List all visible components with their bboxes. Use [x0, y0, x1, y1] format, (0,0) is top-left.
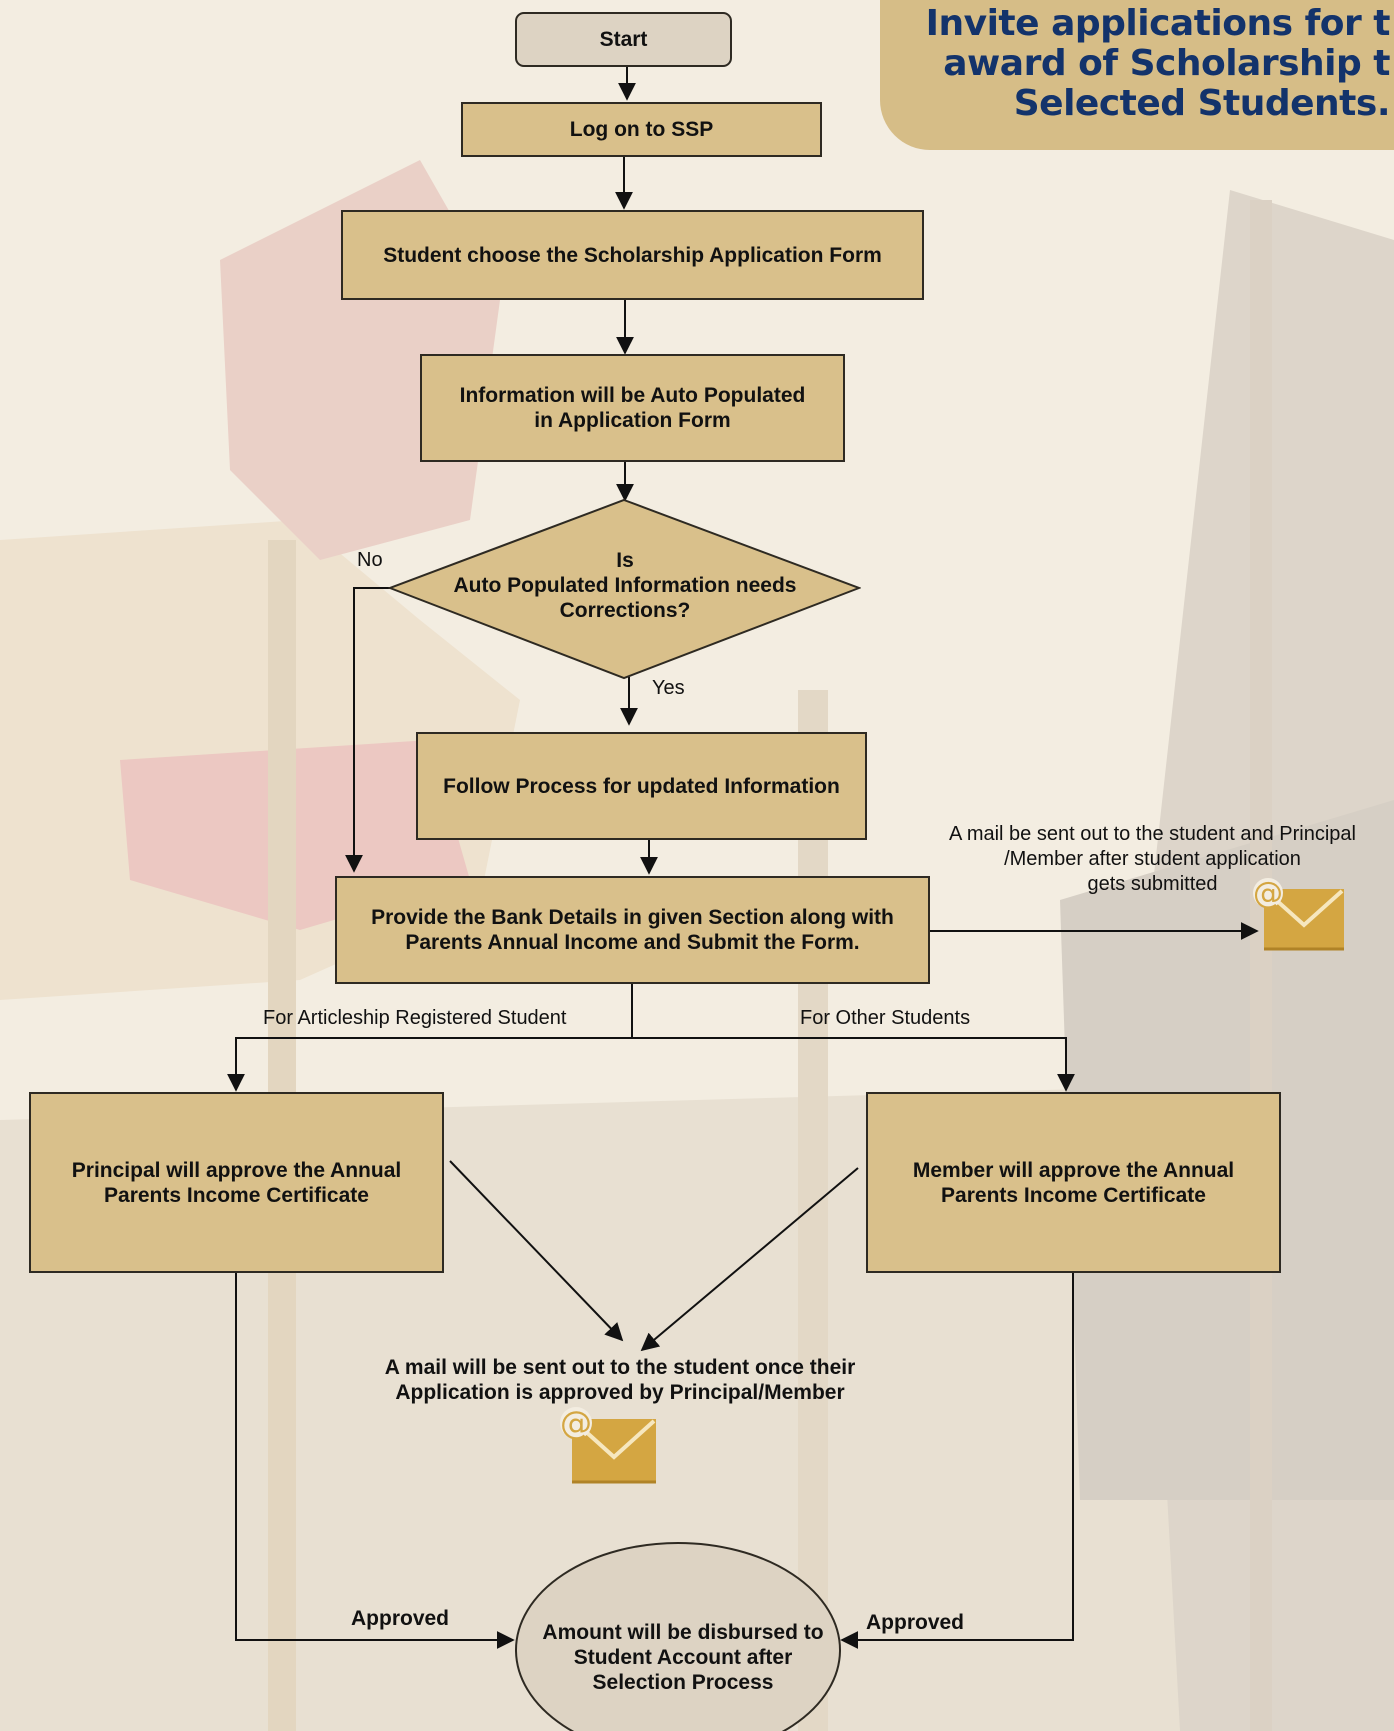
- follow-process-step: Follow Process for updated Information: [416, 732, 867, 840]
- branch-right: [632, 1037, 1075, 1092]
- member-approve-label: Member will approve the Annual Parents I…: [912, 1158, 1235, 1207]
- arrow-member-disburse: [840, 1272, 1074, 1649]
- disburse-label: Amount will be disbursed to Student Acco…: [542, 1620, 824, 1694]
- principal-approve-label: Principal will approve the Annual Parent…: [71, 1158, 402, 1207]
- approved-right-label: Approved: [866, 1611, 965, 1634]
- auto-populate-label: Information will be Auto Populated in Ap…: [459, 384, 806, 432]
- approved-left-label: Approved: [351, 1607, 450, 1630]
- no-label: No: [357, 549, 383, 571]
- decision-label: Is Auto Populated Information needs Corr…: [453, 548, 797, 622]
- login-step: Log on to SSP: [461, 102, 822, 157]
- choose-form-step: Student choose the Scholarship Applicati…: [341, 210, 924, 300]
- yes-label: Yes: [652, 677, 685, 699]
- branch-split: [227, 983, 633, 1092]
- auto-populate-step: Information will be Auto Populated in Ap…: [420, 354, 845, 462]
- branch-left-label: For Articleship Registered Student: [263, 1007, 567, 1029]
- branch-right-label: For Other Students: [800, 1007, 971, 1029]
- arrow-principal-disburse: [235, 1272, 515, 1649]
- arrow-principal-mail: [449, 1160, 624, 1342]
- member-approve-step: Member will approve the Annual Parents I…: [866, 1092, 1281, 1273]
- arrow-decision-no: [345, 587, 392, 873]
- follow-process-label: Follow Process for updated Information: [443, 774, 840, 798]
- svg-text:@: @: [560, 1405, 592, 1442]
- title-banner: Invite applications for t award of Schol…: [880, 0, 1394, 150]
- start-terminal: Start: [515, 12, 732, 67]
- choose-form-label: Student choose the Scholarship Applicati…: [383, 243, 882, 267]
- login-label: Log on to SSP: [569, 118, 714, 141]
- email-at-icon: @: [1253, 876, 1344, 951]
- start-label: Start: [599, 28, 648, 51]
- disburse-ellipse: [515, 1542, 841, 1731]
- email-at-icon: @: [560, 1405, 656, 1484]
- svg-text:@: @: [1253, 876, 1283, 911]
- mail-submitted-note: A mail be sent out to the student and Pr…: [949, 823, 1356, 895]
- arrow-member-mail: [640, 1167, 859, 1352]
- bank-details-step: Provide the Bank Details in given Sectio…: [335, 876, 930, 984]
- bank-details-label: Provide the Bank Details in given Sectio…: [371, 906, 894, 954]
- mail-approved-note: A mail will be sent out to the student o…: [384, 1356, 856, 1404]
- principal-approve-step: Principal will approve the Annual Parent…: [29, 1092, 444, 1273]
- page-title: Invite applications for t award of Schol…: [925, 3, 1391, 124]
- decision-diamond: [388, 498, 861, 680]
